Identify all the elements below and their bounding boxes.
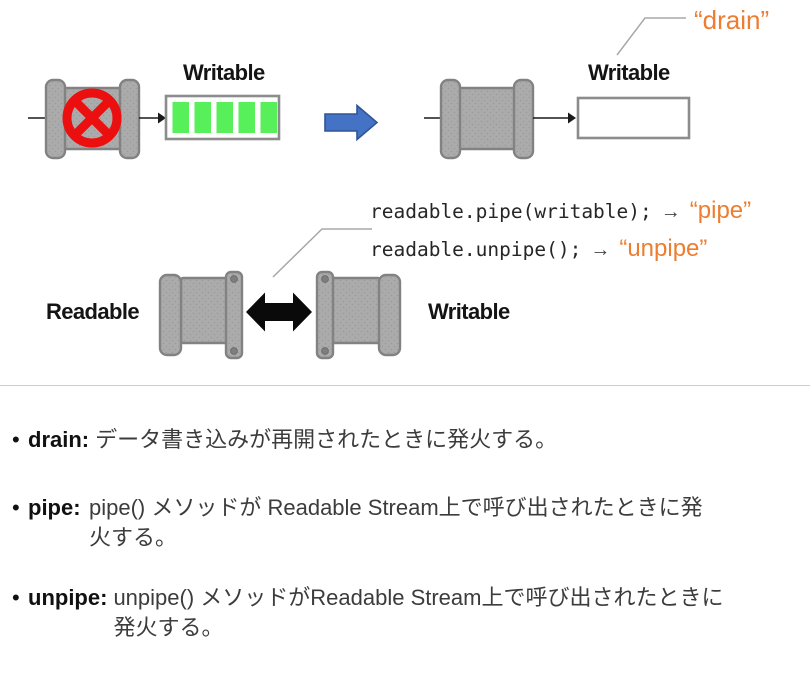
coupling-right-cap: [512, 78, 535, 160]
top-left-writable-label: Writable: [183, 60, 265, 85]
bullet-description: pipe() メソッドが Readable Stream上で呼び出されたときに発…: [89, 495, 703, 550]
bolt-icon: [230, 275, 238, 283]
double-arrow-icon: [246, 292, 312, 332]
bullet-marker: •: [12, 427, 20, 452]
open-pipe-coupling: [424, 78, 576, 160]
coupling-body: [179, 276, 230, 345]
valve-right-cap: [118, 78, 141, 160]
bullet-pipe: • pipe: pipe() メソッドが Readable Stream上で呼び…: [12, 493, 798, 553]
bolt-icon: [230, 347, 238, 355]
writable-label: Writable: [428, 299, 510, 324]
code-line-unpipe: readable.unpipe(); → “unpipe”: [370, 235, 707, 263]
buffer-bar: [260, 102, 277, 133]
bullet-term: unpipe:: [28, 585, 108, 610]
coupling-left-cap: [439, 78, 462, 160]
drain-event-label: “drain”: [694, 5, 770, 35]
bullet-marker: •: [12, 585, 20, 610]
maps-to-arrow-icon: →: [590, 239, 611, 261]
buffer-bar: [172, 102, 189, 133]
bullet-description: データ書き込みが再開されたときに発火する。: [95, 427, 558, 452]
maps-to-arrow-icon: →: [660, 201, 681, 223]
unpipe-event-label: “unpipe”: [619, 235, 708, 262]
bullet-term: drain:: [28, 427, 90, 452]
buffer-bar: [194, 102, 211, 133]
coupling-end-cap: [158, 273, 183, 357]
writable-coupling: [315, 270, 402, 360]
bullet-description: unpipe() メソッドがReadable Stream上で呼び出されたときに…: [113, 585, 724, 640]
coupling-flange: [224, 270, 244, 360]
valve-left-cap: [44, 78, 67, 160]
arrowhead-icon: [568, 112, 576, 124]
top-right-writable-label: Writable: [588, 60, 670, 85]
closed-valve-icon: [62, 88, 122, 148]
diagram-canvas: [28, 17, 691, 360]
full-buffer-box: [164, 94, 281, 141]
coupling-flange: [315, 270, 335, 360]
code-text: readable.unpipe();: [370, 238, 582, 261]
closed-valve-pipe: [28, 78, 166, 160]
drain-callout-line: [616, 17, 686, 56]
arrowhead-icon: [158, 112, 166, 124]
bullet-term: pipe:: [28, 495, 81, 520]
bullet-marker: •: [12, 495, 20, 520]
event-descriptions: • drain: データ書き込みが再開されたときに発火する。 • pipe: p…: [0, 386, 810, 643]
bullet-unpipe: • unpipe: unpipe() メソッドがReadable Stream上…: [12, 583, 798, 643]
coupling-end-cap: [377, 273, 402, 357]
pipe-event-label: “pipe”: [689, 197, 752, 224]
coupling-body: [451, 86, 523, 151]
buffer-bar: [238, 102, 255, 133]
readable-label: Readable: [46, 299, 140, 324]
diagram-area: Writable “drain” Writable readable.pipe(…: [28, 5, 770, 360]
bullet-drain: • drain: データ書き込みが再開されたときに発火する。: [12, 425, 798, 455]
empty-buffer-box: [576, 96, 691, 140]
section-divider: [0, 385, 810, 386]
bolt-icon: [321, 347, 329, 355]
code-line-pipe: readable.pipe(writable); → “pipe”: [370, 197, 751, 225]
code-text: readable.pipe(writable);: [370, 200, 652, 223]
readable-coupling: [158, 270, 244, 360]
buffer-bar: [216, 102, 233, 133]
block-arrow-right-icon: [324, 103, 379, 142]
bolt-icon: [321, 275, 329, 283]
coupling-body: [330, 276, 382, 345]
pipe-callout-line: [272, 228, 372, 278]
